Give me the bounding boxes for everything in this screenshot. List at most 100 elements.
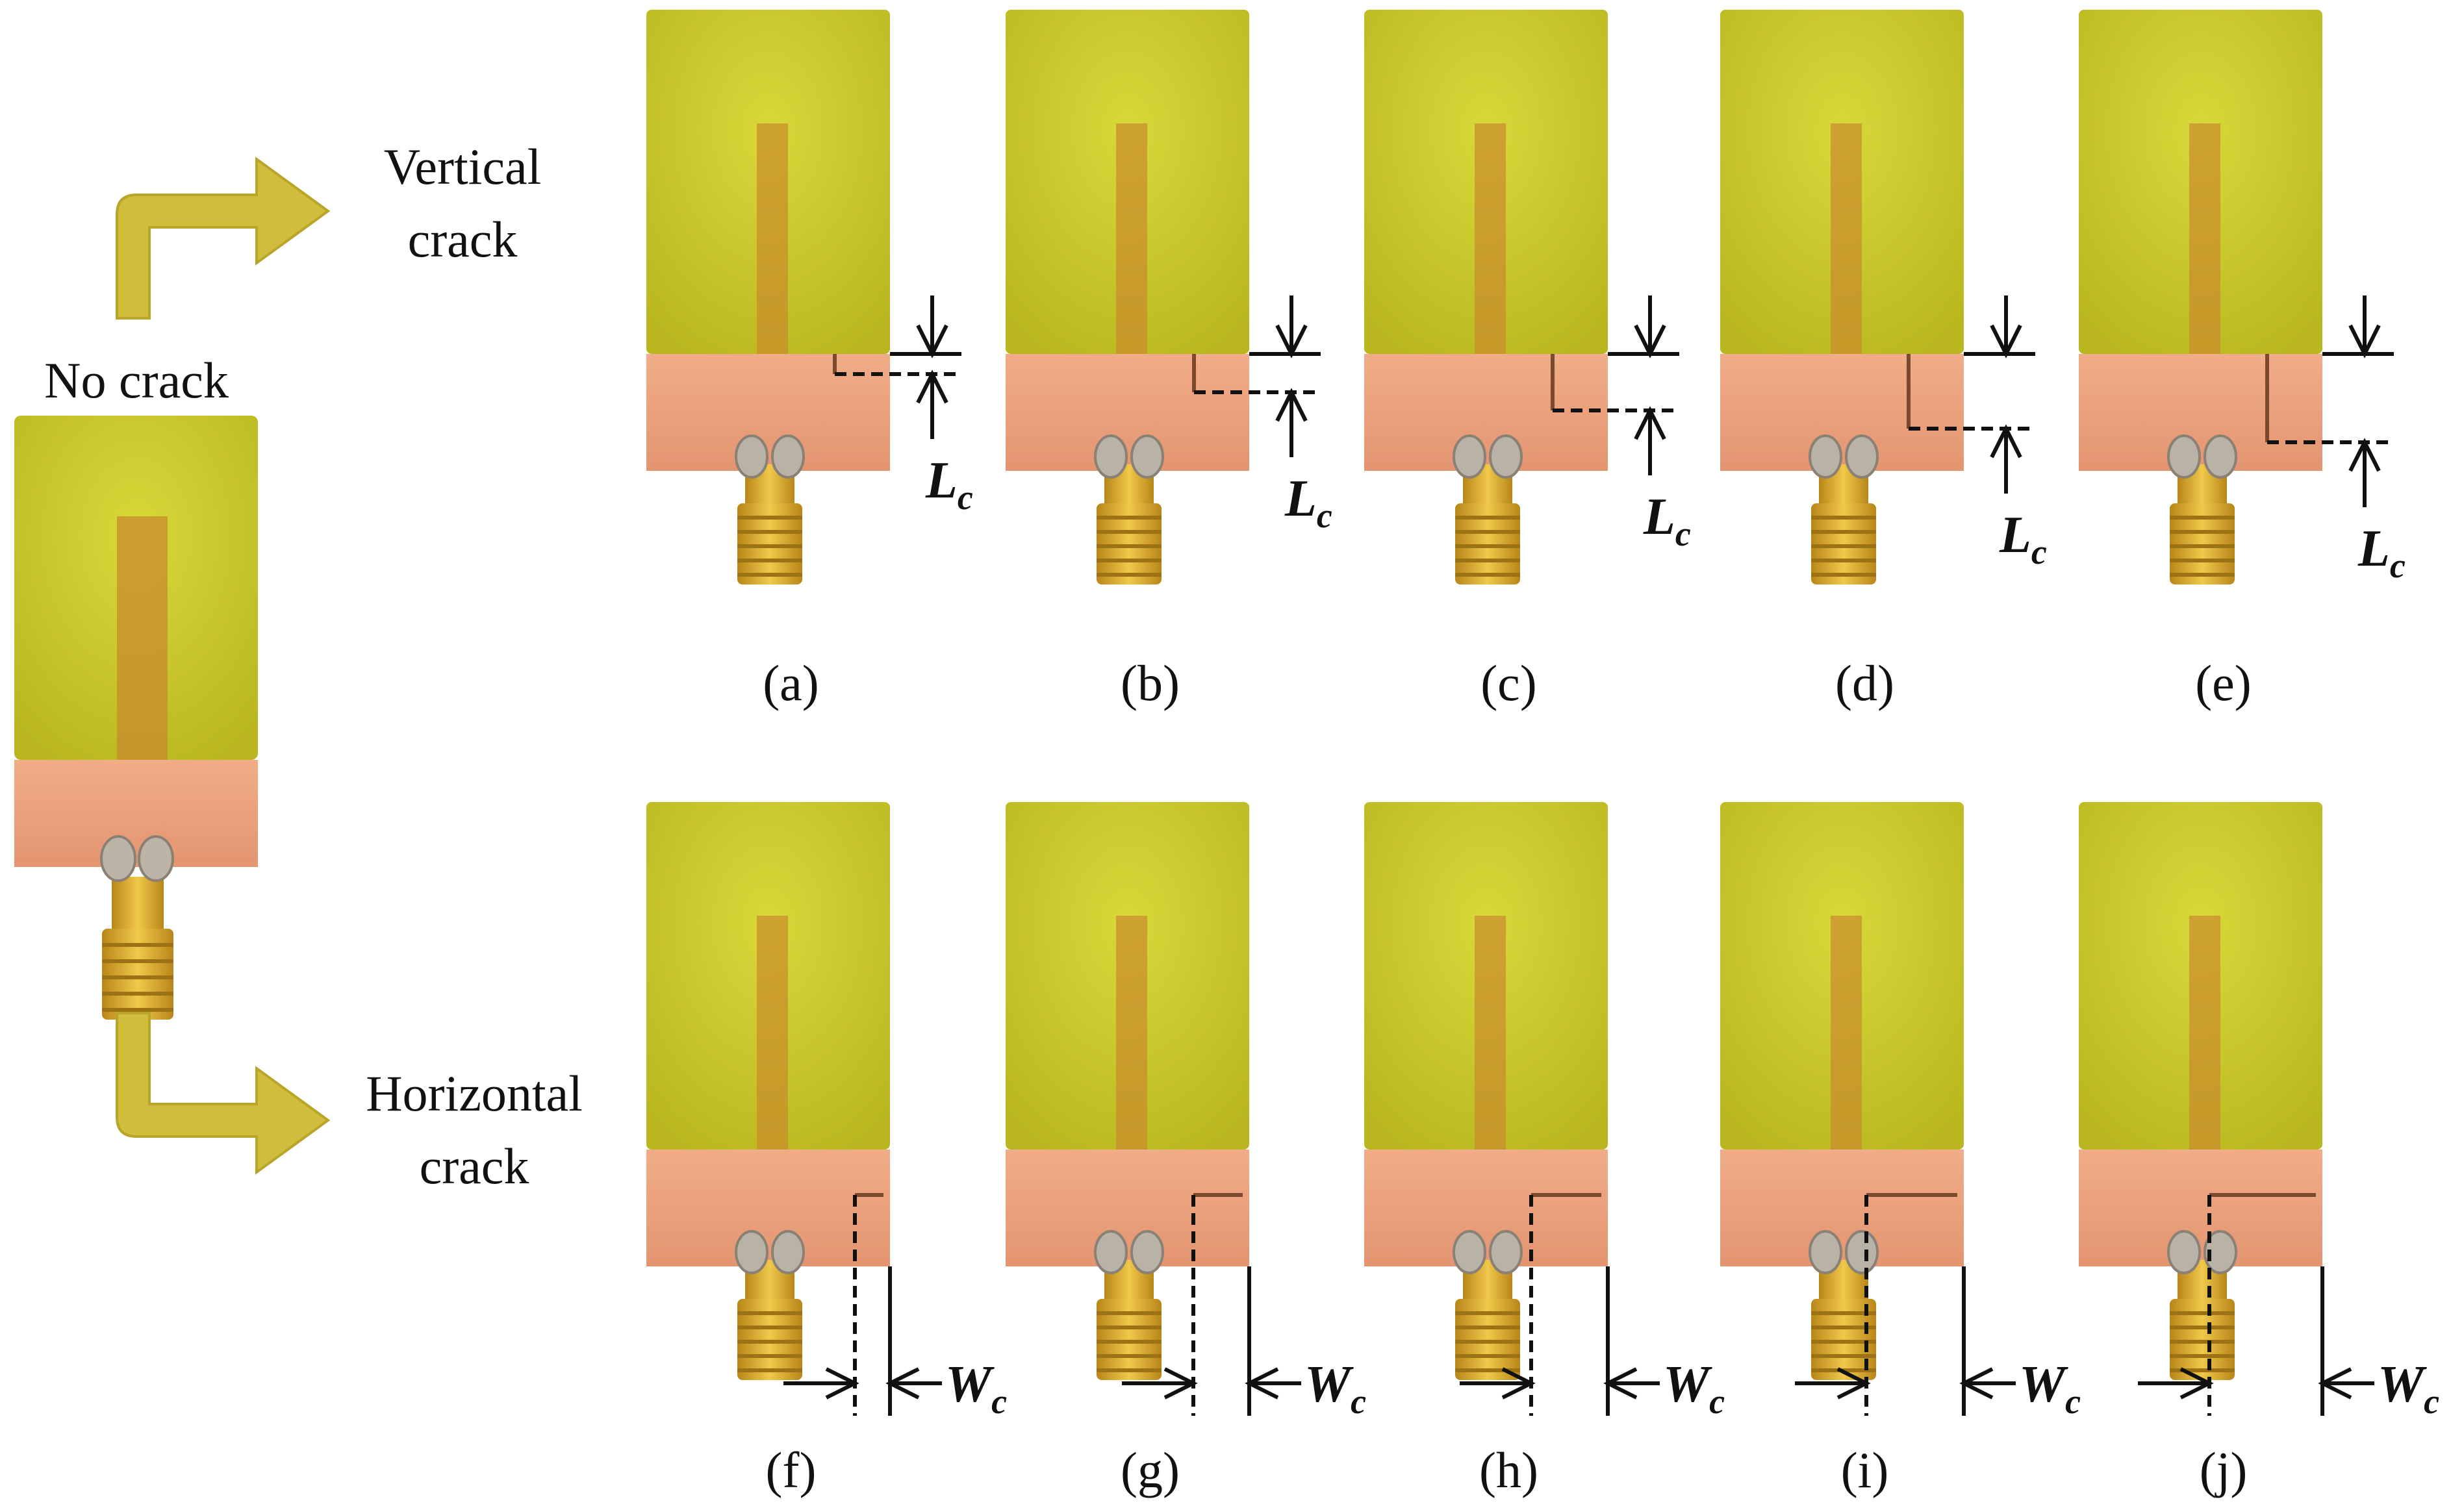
panel-caption: (i) (1841, 1442, 1889, 1498)
dim-arrow-top-head (1990, 324, 2022, 358)
length-label: Lc (2357, 520, 2406, 585)
dim-arrow-right-head (1603, 1367, 1638, 1400)
dim-arrow-top-head (1275, 324, 1308, 358)
solder-joint-right (1845, 1230, 1879, 1274)
dim-arrow-left-head (1836, 1367, 1871, 1400)
length-label: Lc (1643, 488, 1691, 553)
feedline (1475, 123, 1506, 364)
connector-barrel (737, 1299, 802, 1380)
solder-joint-right (1489, 434, 1523, 479)
solder-joint-right (1130, 1230, 1164, 1274)
dim-arrow-right-head (1959, 1367, 1994, 1400)
connector-threads (737, 516, 802, 577)
horizontal-panel-5: Wc(j) (2079, 802, 2439, 1498)
vertical-panel-2: Lc (b) (1006, 10, 1332, 711)
feedline (1831, 123, 1862, 364)
feedline (1116, 916, 1147, 1159)
ground-plane (646, 354, 890, 471)
feedline (2189, 916, 2220, 1159)
solder-joint-right (2204, 434, 2237, 479)
no-crack-label: No crack (44, 352, 229, 408)
solder-joint-right (138, 835, 174, 882)
panel-caption: (g) (1121, 1442, 1180, 1498)
solder-joint-left (1453, 1230, 1486, 1274)
dim-arrow-left-head (1501, 1367, 1536, 1400)
dim-arrow-top-head (1634, 324, 1666, 358)
horizontal-crack-panels: Wc(f)Wc(g)Wc(h)Wc(i)Wc(j) (646, 802, 2439, 1498)
connector-threads (102, 943, 173, 1012)
horizontal-panel-4: Wc (i) (1720, 802, 2081, 1498)
panel-caption: (c) (1480, 655, 1537, 711)
connector-barrel (1811, 503, 1876, 584)
dim-arrow-right-head (885, 1367, 920, 1400)
solder-joint-left (1094, 1230, 1128, 1274)
ground-plane (2079, 354, 2322, 471)
connector-barrel (1097, 1299, 1162, 1380)
dim-arrow-right-head (1245, 1367, 1279, 1400)
horizontal-panel-3: Wc (h) (1364, 802, 1725, 1498)
ground-plane (1720, 354, 1964, 471)
dim-arrow-left-head (825, 1367, 859, 1400)
solder-joint-left (1809, 1230, 1842, 1274)
connector-threads (1455, 516, 1520, 577)
dim-arrow-bottom-head (916, 370, 948, 404)
connector-barrel (1097, 503, 1162, 584)
length-label: Lc (925, 452, 973, 517)
vertical-panel-3: Lc (c) (1364, 10, 1691, 711)
ground-plane (14, 760, 258, 867)
vertical-crack-label-line1: Vertical (384, 138, 542, 195)
panel-caption: (b) (1121, 655, 1180, 711)
horizontal-panel-1: Wc(f) (646, 802, 1007, 1498)
width-label: Wc (2019, 1356, 2081, 1421)
panel-caption: (h) (1479, 1442, 1538, 1498)
solder-joint-right (1130, 434, 1164, 479)
solder-joint-left (100, 835, 136, 882)
solder-joint-left (1094, 434, 1128, 479)
connector-threads (1097, 1311, 1162, 1372)
horizontal-crack-label-line2: crack (420, 1138, 529, 1194)
width-label: Wc (1663, 1356, 1725, 1421)
width-label: Wc (945, 1356, 1007, 1421)
vertical-crack-label-line2: crack (408, 211, 518, 268)
panel-caption: (e) (2195, 655, 2252, 711)
dim-arrow-bottom-head (2348, 438, 2381, 472)
solder-joint-right (1489, 1230, 1523, 1274)
feedline (757, 916, 788, 1159)
dim-arrow-left-head (2179, 1367, 2214, 1400)
ground-plane (646, 1150, 890, 1266)
feedline (757, 123, 788, 364)
solder-joint-right (771, 434, 805, 479)
connector-threads (2170, 516, 2235, 577)
horizontal-branch-arrow (116, 1012, 331, 1175)
connector-barrel (2170, 503, 2235, 584)
length-label: Lc (1284, 470, 1332, 535)
horizontal-crack-label-line1: Horizontal (366, 1065, 583, 1122)
connector-barrel (737, 503, 802, 584)
feedline (1116, 123, 1147, 364)
dim-arrow-top-head (916, 324, 948, 358)
ground-plane (1006, 354, 1249, 471)
feedline (1475, 916, 1506, 1159)
panel-caption: (a) (763, 655, 819, 711)
no-crack-antenna (14, 416, 258, 1020)
length-label: Lc (1999, 507, 2047, 572)
dim-arrow-bottom-head (1275, 388, 1308, 422)
panel-caption: (d) (1835, 655, 1894, 711)
ground-plane (1364, 354, 1608, 471)
ground-plane (1006, 1150, 1249, 1266)
dim-arrow-bottom-head (1990, 424, 2022, 459)
solder-joint-right (771, 1230, 805, 1274)
ground-plane (1364, 1150, 1608, 1266)
connector-body (112, 877, 164, 929)
vertical-branch-arrow (116, 157, 331, 320)
solder-joint-left (1453, 434, 1486, 479)
solder-joint-right (2204, 1230, 2237, 1274)
dim-arrow-bottom-head (1634, 406, 1666, 440)
vertical-panel-1: Lc (a) (646, 10, 973, 711)
connector-threads (1811, 516, 1876, 577)
dim-arrow-left-head (1163, 1367, 1198, 1400)
connector-barrel (1455, 1299, 1520, 1380)
connector-barrel (102, 929, 173, 1020)
vertical-panel-4: Lc (d) (1720, 10, 2047, 711)
